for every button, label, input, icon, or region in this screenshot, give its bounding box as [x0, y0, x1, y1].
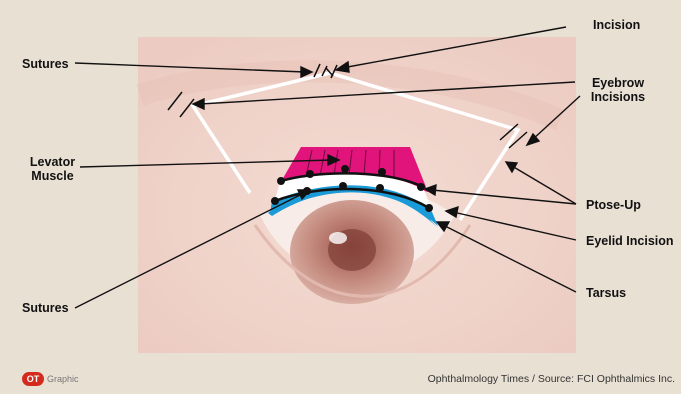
label-eyebrow-line1: Eyebrow [583, 76, 653, 90]
eye-highlight [329, 232, 347, 244]
ot-logo: OT [22, 372, 44, 386]
label-tarsus: Tarsus [586, 286, 626, 300]
label-sutures-top: Sutures [22, 57, 69, 71]
source-credit: Ophthalmology Times / Source: FCI Ophtha… [428, 373, 675, 385]
ot-graphic-label: Graphic [47, 374, 79, 384]
label-levator-muscle: Levator Muscle [25, 155, 80, 183]
label-ptose-up: Ptose-Up [586, 198, 641, 212]
label-incision: Incision [593, 18, 640, 32]
label-sutures-bottom: Sutures [22, 301, 69, 315]
label-levator-line1: Levator [25, 155, 80, 169]
label-levator-line2: Muscle [25, 169, 80, 183]
label-eyebrow-line2: Incisions [583, 90, 653, 104]
label-eyelid-incision: Eyelid Incision [586, 234, 674, 248]
label-eyebrow-incisions: Eyebrow Incisions [583, 76, 653, 104]
